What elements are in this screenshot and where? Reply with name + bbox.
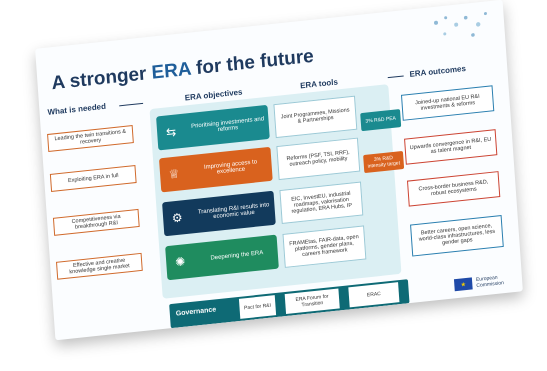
gear-icon: ⚙ xyxy=(171,210,183,226)
slide-title: A stronger ERA for the future xyxy=(50,45,315,95)
col-needed-label: What is needed xyxy=(47,101,107,117)
need-item: Exploiting ERA in full xyxy=(49,164,137,192)
decorative-dots xyxy=(434,12,487,37)
need-item: Leading the twin transitions & recovery xyxy=(47,125,134,153)
col-tools-label: ERA tools xyxy=(299,77,339,91)
arrow xyxy=(387,75,404,79)
need-item: Competitiveness via breakthrough R&I xyxy=(52,208,140,236)
outcome-box: Better careers, open science, world-clas… xyxy=(410,214,504,257)
arrow xyxy=(119,102,144,107)
outcome-box: Cross-border business R&D, robust ecosys… xyxy=(406,171,501,207)
badge-rd-intensity: 3% R&D intensity target xyxy=(363,150,405,174)
outcome-box: Joined-up national EU R&I investments & … xyxy=(400,85,495,121)
col-outcomes-label: ERA outcomes xyxy=(409,63,467,79)
eu-flag-icon: ★ xyxy=(453,277,473,292)
slide: A stronger ERA for the future What is ne… xyxy=(35,0,523,341)
network-icon: ✺ xyxy=(174,254,186,270)
badge-rd-pea: 3% R&D PEA xyxy=(360,109,402,132)
trophy-icon: ♕ xyxy=(168,166,180,182)
eu-commission-logo: ★ European Commission xyxy=(453,270,515,294)
need-item: Effective and creative knowledge single … xyxy=(56,252,143,280)
governance-box: Pact for R&I xyxy=(238,295,277,319)
signpost-icon: ⇆ xyxy=(165,124,177,140)
outcome-box: Upwards convergence in R&I, EU as talent… xyxy=(404,129,498,165)
